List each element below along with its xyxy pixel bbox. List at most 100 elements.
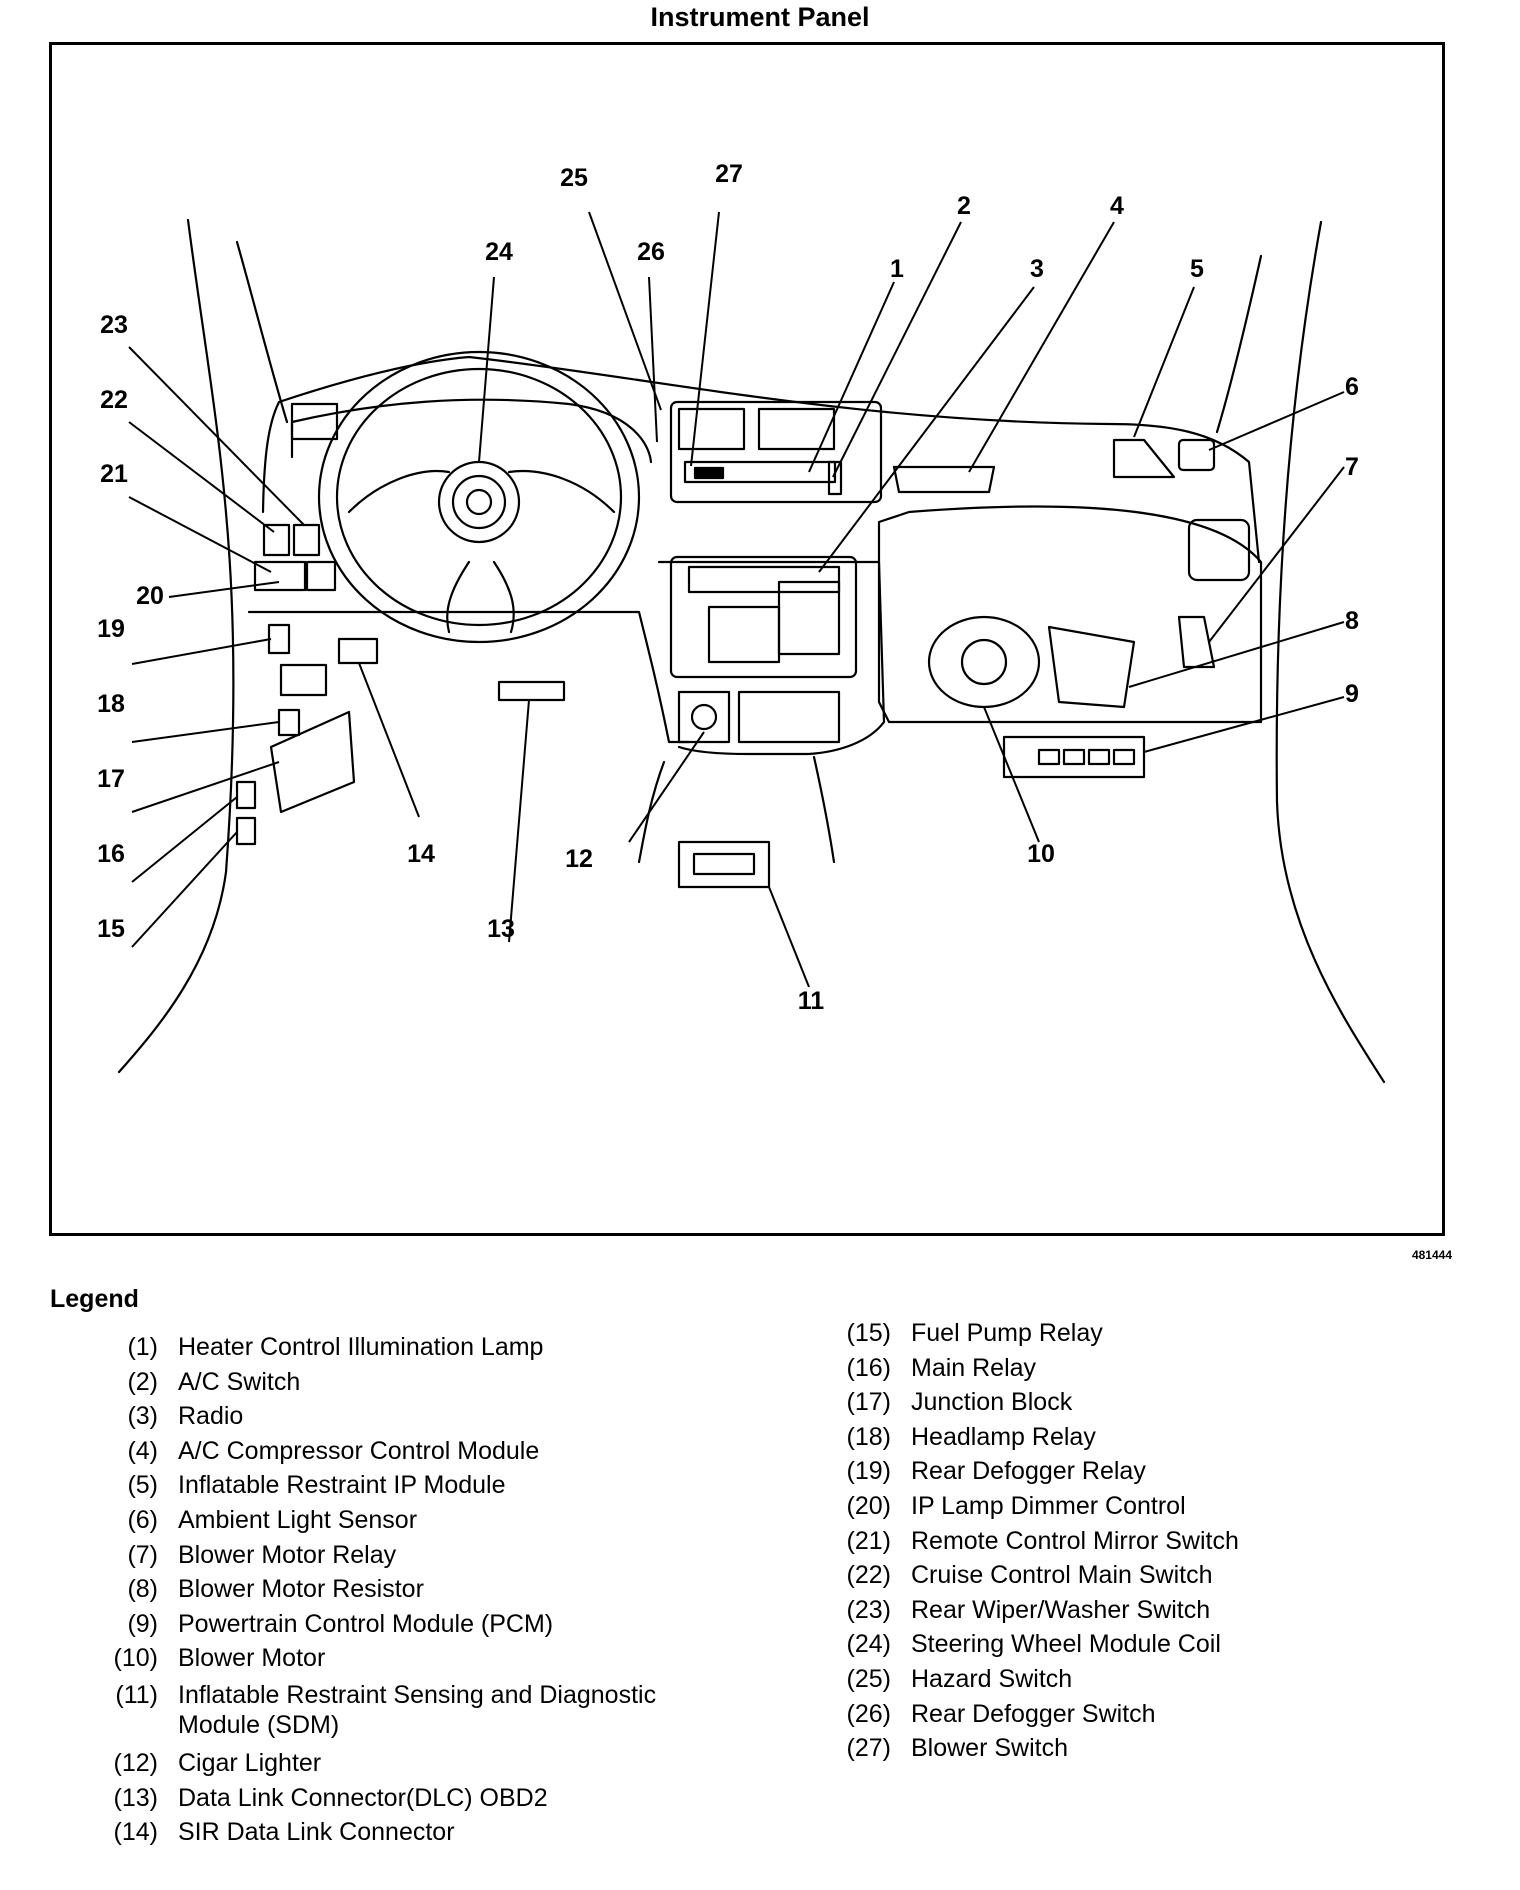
ambient-light-sensor-shape xyxy=(1177,438,1216,472)
console-leg-left xyxy=(637,760,666,864)
center-upper-panel xyxy=(669,400,883,504)
right-vent xyxy=(1187,518,1251,582)
legend-item: (20)IP Lamp Dimmer Control xyxy=(846,1491,1186,1520)
legend-item: (19)Rear Defogger Relay xyxy=(846,1457,1146,1486)
blower-motor-resistor-shape xyxy=(1047,625,1136,709)
console-lower-box xyxy=(737,690,841,744)
legend-heading: Legend xyxy=(50,1285,139,1313)
steering-wheel-spoke-bottom xyxy=(446,560,515,634)
cigar-lighter-symbol xyxy=(690,703,718,731)
legend-item: (24)Steering Wheel Module Coil xyxy=(846,1630,1221,1659)
figure-id: 481444 xyxy=(1411,1248,1452,1262)
diagram-title: Instrument Panel xyxy=(650,2,870,32)
callout-16: 16 xyxy=(97,840,125,868)
radio-face xyxy=(687,565,841,594)
console-outline xyxy=(657,560,886,756)
callout-14: 14 xyxy=(407,840,435,868)
callout-6: 6 xyxy=(1345,373,1359,401)
legend-left-column: (1)Heater Control Illumination Lamp (2)A… xyxy=(90,1330,740,1850)
steering-wheel-rim xyxy=(317,350,641,644)
legend-item: (10)Blower Motor xyxy=(113,1644,326,1673)
junction-block-shape xyxy=(269,710,356,814)
console-leg-right xyxy=(812,755,836,864)
callout-25: 25 xyxy=(560,164,588,192)
dash-upper-left xyxy=(261,400,281,514)
headlamp-relay-shape xyxy=(277,708,301,737)
callout-24: 24 xyxy=(485,238,513,266)
radio-housing xyxy=(669,555,858,679)
callout-9: 9 xyxy=(1345,680,1359,708)
dash-lower-left xyxy=(247,610,691,744)
steering-wheel-spoke-right xyxy=(507,470,616,514)
legend-item: (23)Rear Wiper/Washer Switch xyxy=(846,1595,1211,1624)
callout-3: 3 xyxy=(1030,255,1044,283)
legend-item: (8)Blower Motor Resistor xyxy=(127,1575,424,1604)
right-pillar-inner xyxy=(1215,254,1263,434)
callout-11: 11 xyxy=(798,987,825,1015)
blower-motor-hub xyxy=(960,638,1008,686)
pcm-shape xyxy=(1002,735,1146,779)
left-pillar-outer xyxy=(117,218,235,1074)
callout-1: 1 xyxy=(890,255,904,283)
fuel-pump-relay-shape xyxy=(235,816,257,846)
cluster-hood xyxy=(290,398,653,464)
legend-item: (18)Headlamp Relay xyxy=(846,1422,1096,1451)
callout-8: 8 xyxy=(1345,607,1359,635)
callout-23: 23 xyxy=(100,311,128,339)
instrument-panel-diagram: 1 2 3 4 5 6 7 8 9 10 11 12 13 14 15 16 1… xyxy=(49,42,1445,1236)
rear-defogger-relay-shape xyxy=(267,623,291,655)
callout-20: 20 xyxy=(136,582,164,610)
dash-top xyxy=(277,355,1261,564)
heater-control-lamp xyxy=(827,460,843,496)
left-pillar-inner xyxy=(235,240,289,424)
blower-motor-shape xyxy=(927,615,1041,709)
ac-compressor-module xyxy=(892,465,996,494)
legend-item: (26)Rear Defogger Switch xyxy=(846,1699,1156,1728)
legend-item: (13)Data Link Connector(DLC) OBD2 xyxy=(113,1783,548,1812)
legend-item: (3)Radio xyxy=(127,1402,244,1431)
mirror-switch-shape xyxy=(305,560,337,592)
callout-19: 19 xyxy=(97,615,125,643)
legend-item: (22)Cruise Control Main Switch xyxy=(846,1561,1213,1590)
callout-10: 10 xyxy=(1027,840,1055,868)
legend-item: (11)Inflatable Restraint Sensing and Dia… xyxy=(115,1680,657,1739)
callout-18: 18 xyxy=(97,690,125,718)
steering-wheel-rim-inner xyxy=(335,367,623,627)
left-vent xyxy=(290,402,339,441)
callout-13: 13 xyxy=(487,915,515,943)
legend-item: (14)SIR Data Link Connector xyxy=(113,1818,455,1847)
rear-wiper-switch-shape xyxy=(292,523,321,557)
right-pillar-outer xyxy=(1275,220,1386,1084)
callout-15: 15 xyxy=(97,915,125,943)
callout-7: 7 xyxy=(1345,453,1359,481)
legend-item: (17)Junction Block xyxy=(846,1388,1073,1417)
callout-12: 12 xyxy=(565,845,593,873)
dash-lower-right xyxy=(877,505,1263,724)
legend-item: (12)Cigar Lighter xyxy=(113,1748,322,1777)
dimmer-control-shape xyxy=(253,560,307,592)
legend-item: (16)Main Relay xyxy=(846,1353,1037,1382)
legend-item: (7)Blower Motor Relay xyxy=(127,1540,397,1569)
main-relay-shape xyxy=(235,780,257,810)
sir-dlc-shape xyxy=(337,637,379,665)
legend-item: (2)A/C Switch xyxy=(127,1367,301,1396)
left-knee-panel xyxy=(279,663,328,697)
dlc-shape xyxy=(497,680,566,702)
legend-item: (9)Powertrain Control Module (PCM) xyxy=(127,1609,554,1638)
steering-wheel-spoke-left xyxy=(347,470,451,514)
diagram-frame xyxy=(49,42,1445,1236)
callout-27: 27 xyxy=(715,160,743,188)
console-lighter-bay xyxy=(677,690,731,744)
legend-item: (15)Fuel Pump Relay xyxy=(846,1319,1103,1347)
center-vent-right xyxy=(757,407,836,451)
callout-4: 4 xyxy=(1110,192,1124,220)
callout-labels: 1 2 3 4 5 6 7 8 9 10 11 12 13 14 15 16 1… xyxy=(97,160,1359,1015)
legend-item: (21)Remote Control Mirror Switch xyxy=(846,1526,1239,1555)
legend-right-column: (15)Fuel Pump Relay (16)Main Relay (17)J… xyxy=(823,1316,1463,1766)
legend-item: (5)Inflatable Restraint IP Module xyxy=(127,1471,506,1500)
steering-wheel-hub xyxy=(437,460,521,544)
legend-item: (4)A/C Compressor Control Module xyxy=(127,1436,540,1465)
sdm-shape xyxy=(677,840,771,889)
callout-2: 2 xyxy=(957,192,971,220)
legend-item: (27)Blower Switch xyxy=(846,1734,1068,1763)
